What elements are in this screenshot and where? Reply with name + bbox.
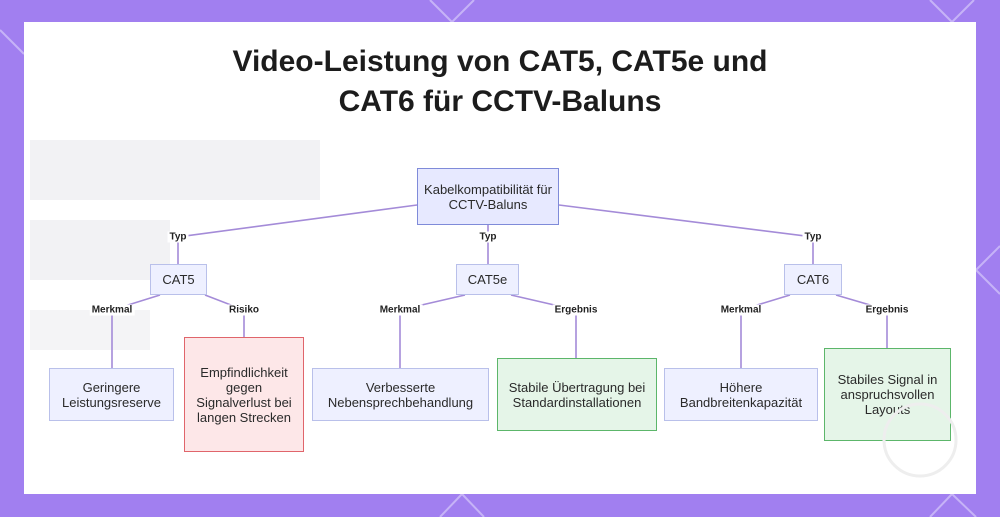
edge-label-typ: Typ [802, 231, 824, 243]
edge-label-typ: Typ [477, 231, 499, 243]
diagram-title: Video-Leistung von CAT5, CAT5e und CAT6 … [0, 42, 1000, 122]
node-cat5-risk: Empfindlichkeit gegen Signalverlust bei … [184, 337, 304, 452]
title-line-1: Video-Leistung von CAT5, CAT5e und [232, 45, 768, 78]
node-cat5e-feature: Verbesserte Nebensprechbehandlung [312, 368, 489, 421]
edge-label-ergebnis: Ergebnis [863, 304, 911, 316]
node-cat5: CAT5 [150, 264, 207, 295]
edge-cat5-risk [204, 294, 245, 337]
title-line-2: CAT6 für CCTV-Baluns [338, 85, 662, 118]
node-cat6-feature: Höhere Bandbreitenkapazität [664, 368, 818, 421]
node-cat5e-result: Stabile Übertragung bei Standardinstalla… [497, 358, 657, 431]
edge-label-risiko: Risiko [226, 304, 262, 316]
edge-label-merkmal: Merkmal [718, 304, 764, 316]
circle-watermark-icon [882, 402, 958, 478]
node-cat6: CAT6 [784, 264, 842, 295]
edge-label-merkmal: Merkmal [377, 304, 423, 316]
root-node: Kabelkompatibilität für CCTV-Baluns [417, 168, 559, 225]
edge-label-typ: Typ [167, 231, 189, 243]
node-cat5-feature: Geringere Leistungsreserve [49, 368, 174, 421]
node-cat5e: CAT5e [456, 264, 519, 295]
edge-label-ergebnis: Ergebnis [552, 304, 600, 316]
edge-root-cat5 [177, 204, 418, 264]
edge-cat6-result [835, 294, 888, 348]
edge-label-merkmal: Merkmal [89, 304, 135, 316]
edge-root-cat6 [558, 204, 814, 264]
